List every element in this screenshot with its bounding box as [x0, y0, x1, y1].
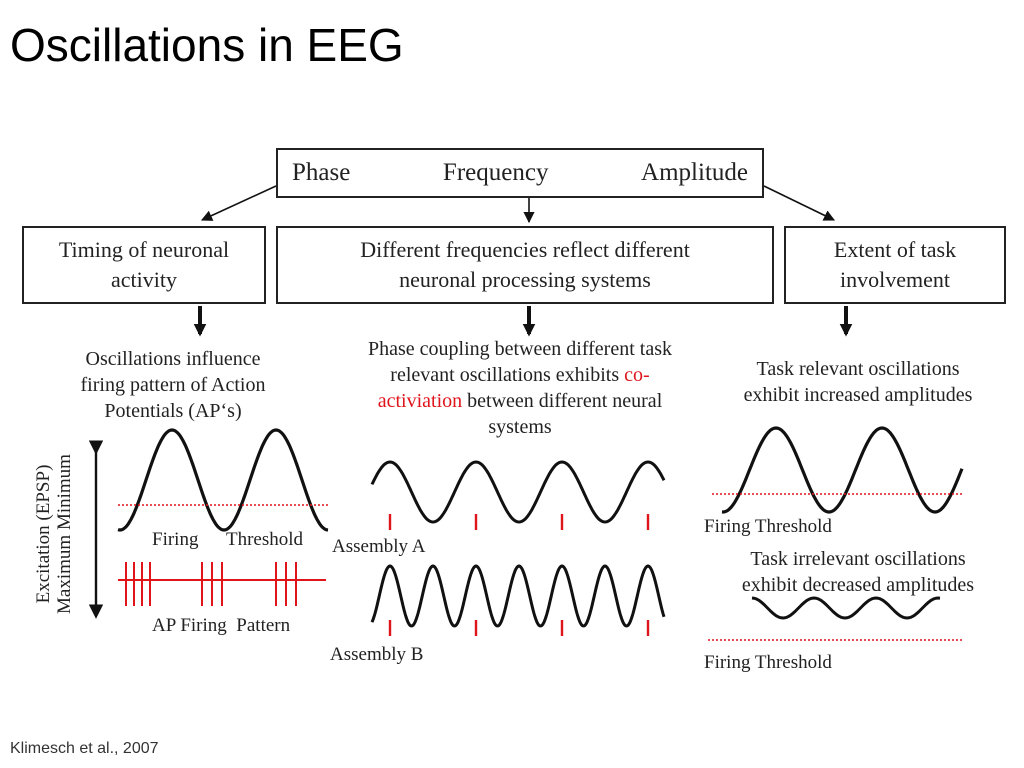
arrow-to-timing	[200, 185, 277, 221]
right-caption-relevant: Task relevant oscillations exhibit incre…	[716, 356, 1000, 408]
threshold-label: Threshold	[226, 529, 304, 550]
relevant-line-1: Task relevant oscillations	[756, 358, 960, 380]
page-title: Oscillations in EEG	[10, 19, 404, 71]
ap-firing-pattern-label: AP Firing Pattern	[152, 615, 291, 636]
middle-caption: Phase coupling between different task re…	[330, 336, 710, 440]
activiation-text: activiation	[377, 390, 463, 412]
frequencies-line-2: neuronal processing systems	[399, 267, 651, 292]
extent-line-2: involvement	[840, 267, 950, 292]
middle-caption-line-1: Phase coupling between different task	[368, 338, 672, 360]
middle-caption-line-3: activiation between different neural	[330, 388, 710, 414]
frequency-label: Frequency	[442, 159, 549, 187]
middle-caption-line-2-plain: relevant oscillations exhibits	[390, 364, 625, 386]
timing-line-1: Timing of neuronal	[58, 237, 230, 263]
frequencies-line-1: Different frequencies reflect different	[360, 237, 690, 263]
middle-caption-line-2: relevant oscillations exhibits co-	[330, 362, 710, 388]
left-oscillation-wave	[117, 428, 329, 532]
arrow-to-extent	[763, 185, 836, 221]
right-caption-irrelevant: Task irrelevant oscillations exhibit dec…	[708, 546, 1008, 598]
assembly-b-label: Assembly B	[330, 644, 424, 665]
co-text: co-	[624, 364, 650, 386]
phase-frequency-amplitude-box: Phase Frequency Amplitude	[276, 148, 764, 198]
timing-line-2: activity	[111, 267, 177, 292]
middle-caption-line-4: systems	[488, 416, 552, 438]
assembly-b-wave	[370, 564, 666, 628]
relevant-line-2: exhibit increased amplitudes	[743, 384, 973, 406]
extent-line-1: Extent of task	[833, 237, 957, 263]
left-caption: Oscillations influence firing pattern of…	[48, 346, 298, 424]
irrelevant-line-2: exhibit decreased amplitudes	[741, 574, 975, 596]
relevant-oscillation-wave	[721, 426, 964, 514]
assembly-a-label: Assembly A	[332, 536, 426, 557]
phase-label: Phase	[292, 159, 351, 187]
left-caption-line-2: firing pattern of Action	[80, 374, 266, 396]
firing-threshold-label-2: Firing Threshold	[704, 652, 832, 673]
citation: Klimesch et al., 2007	[10, 740, 159, 757]
irrelevant-line-1: Task irrelevant oscillations	[750, 548, 966, 570]
irrelevant-oscillation-wave	[751, 596, 941, 620]
extent-box: Extent of task involvement	[784, 226, 1006, 304]
left-caption-line-1: Oscillations influence	[85, 348, 261, 370]
amplitude-label: Amplitude	[641, 159, 748, 187]
frequencies-box: Different frequencies reflect different …	[276, 226, 774, 304]
firing-label: Firing	[152, 529, 199, 550]
timing-box: Timing of neuronal activity	[22, 226, 266, 304]
middle-caption-line-3-plain: between different neural	[462, 390, 663, 412]
firing-threshold-label-1: Firing Threshold	[704, 516, 832, 537]
left-caption-line-3: Potentials (AP‘s)	[104, 400, 242, 422]
assembly-a-wave	[370, 460, 666, 524]
